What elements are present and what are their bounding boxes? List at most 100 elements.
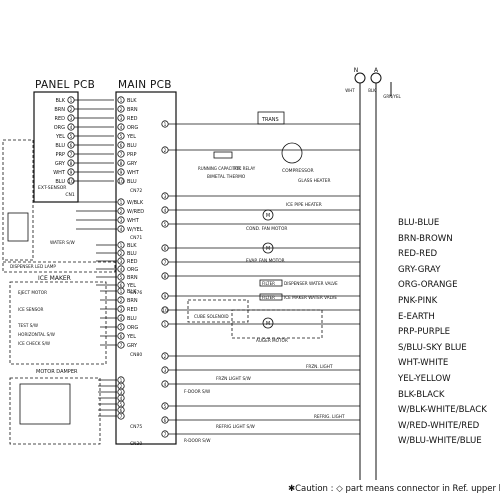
pin-number: 3 bbox=[164, 194, 167, 200]
pin-number: 7 bbox=[164, 432, 167, 438]
pin-number: 5 bbox=[120, 134, 123, 140]
pin-number: 1 bbox=[164, 122, 167, 128]
power-a-label: A bbox=[374, 67, 379, 74]
main-pin bbox=[117, 123, 125, 131]
dispenser-lamp-box bbox=[7, 212, 29, 242]
pin-number: 8 bbox=[120, 161, 123, 167]
refrig-light-label: REFRIG. LIGHT bbox=[314, 414, 345, 419]
main-pin-color: WHT bbox=[127, 170, 140, 176]
refrig-light-sw-label: REFRIG LIGHT S/W bbox=[216, 424, 255, 429]
auger-motor-label: AUGER MOTOR bbox=[256, 338, 288, 343]
panel-pin-color: BLK bbox=[56, 98, 66, 104]
main-pin bbox=[117, 105, 125, 113]
legend-entry: YEL-YELLOW bbox=[398, 373, 451, 384]
main-pin-color: GRY bbox=[127, 161, 138, 167]
pin-number: 5 bbox=[70, 134, 73, 140]
frzn-light-sw-label: FRZN LIGHT S/W bbox=[216, 376, 251, 381]
pin-number: 6 bbox=[120, 408, 123, 414]
pin-number: 3 bbox=[164, 368, 167, 374]
main-pin bbox=[117, 96, 125, 104]
main-connector-label: CN76 bbox=[130, 290, 142, 296]
panel-pin-color: WHT bbox=[53, 170, 66, 176]
main-pin-color: WHT bbox=[127, 218, 140, 224]
filter-box bbox=[259, 293, 283, 301]
main-pin-color: BLK bbox=[127, 243, 137, 249]
capacitor-label: RUNNING CAPACITOR bbox=[198, 166, 241, 171]
filter-box bbox=[259, 279, 283, 287]
pin-number: 3 bbox=[120, 218, 123, 224]
legend-entry: PNK-PINK bbox=[398, 295, 438, 306]
cube-solenoid-label: CUBE SOLENOID bbox=[194, 314, 229, 319]
main-pin-color: GRY bbox=[127, 343, 138, 349]
main-pin-color: RED bbox=[127, 116, 138, 122]
main-pin-color: BRN bbox=[127, 107, 138, 113]
motor-damper-title: MOTOR DAMPER bbox=[36, 369, 78, 375]
legend-entry: ORG-ORANGE bbox=[398, 280, 458, 291]
evap-fan-label: EVAP. FAN MOTOR bbox=[246, 258, 285, 264]
pin-number: 7 bbox=[70, 152, 73, 158]
main-pin bbox=[117, 341, 125, 349]
ice-sensor-label: ICE SENSOR bbox=[18, 307, 44, 312]
legend-entry: W/RED-WHITE/RED bbox=[398, 420, 480, 431]
ice-check-sw-label: ICE CHECK S/W bbox=[18, 341, 50, 346]
main-pcb-title: MAIN PCB bbox=[118, 79, 172, 91]
main-pin-color: BLU bbox=[127, 179, 137, 185]
pin-number: 1 bbox=[120, 243, 123, 249]
ptc-relay-box bbox=[213, 151, 233, 159]
panel-pin-color: YEL bbox=[55, 134, 65, 140]
pin-number: 4 bbox=[120, 267, 123, 273]
main-pin bbox=[117, 216, 125, 224]
main-pin-color: ORG bbox=[127, 325, 138, 331]
pin-number: 7 bbox=[120, 152, 123, 158]
legend-entry: BRN-BROWN bbox=[398, 233, 453, 244]
pin-number: 5 bbox=[164, 404, 167, 410]
pin-number: 10 bbox=[118, 179, 124, 185]
pin-number: 4 bbox=[120, 396, 123, 402]
pin-number: 2 bbox=[120, 298, 123, 304]
main-pin bbox=[117, 114, 125, 122]
pin-number: 4 bbox=[164, 382, 167, 388]
main-pin-color: BLU bbox=[127, 143, 137, 149]
main-pin bbox=[117, 249, 125, 257]
main-pin bbox=[117, 207, 125, 215]
pin-number: 6 bbox=[164, 246, 167, 252]
main-pin-color: BLU bbox=[127, 316, 137, 322]
main-pin bbox=[117, 332, 125, 340]
pin-number: 9 bbox=[120, 170, 123, 176]
pin-number: 1 bbox=[120, 289, 123, 295]
main-pin bbox=[117, 273, 125, 281]
legend-entry: BLU-BLUE bbox=[398, 218, 440, 228]
pin-number: 2 bbox=[120, 209, 123, 215]
pin-number: 1 bbox=[70, 98, 73, 104]
pin-number: 4 bbox=[164, 208, 167, 214]
pin-number: 6 bbox=[164, 418, 167, 424]
main-connector-label: CN80 bbox=[130, 352, 142, 358]
ice-maker-valve-label: ICE MAKER WATER VALVE bbox=[284, 295, 337, 300]
pin-number: 5 bbox=[164, 222, 167, 228]
ice-maker-title: ICE MAKER bbox=[38, 275, 71, 282]
main-pin-color: BLK bbox=[127, 98, 137, 104]
pin-number: 1 bbox=[120, 98, 123, 104]
power-wht-label: WHT bbox=[345, 88, 355, 93]
main-pin-color: BRN bbox=[127, 298, 138, 304]
compressor-label: COMPRESSOR bbox=[282, 168, 314, 174]
pin-number: 3 bbox=[70, 116, 73, 122]
pin-number: 4 bbox=[120, 227, 123, 233]
power-grnyel-label: GRN/YEL bbox=[383, 94, 401, 99]
legend-entry: W/BLU-WHITE/BLUE bbox=[398, 436, 482, 447]
main-pin bbox=[117, 257, 125, 265]
main-connector-label: CN71 bbox=[130, 235, 142, 241]
pin-number: 2 bbox=[70, 107, 73, 113]
main-pin-color: RED bbox=[127, 307, 138, 313]
wires bbox=[7, 96, 360, 438]
legend-entry: W/BLK-WHITE/BLACK bbox=[398, 405, 487, 416]
ice-pipe-heater-label: ICE PIPE HEATER bbox=[286, 202, 322, 208]
panel-pin-color: RED bbox=[55, 116, 66, 122]
pin-number: 9 bbox=[70, 170, 73, 176]
cond-fan-motor-icon bbox=[262, 209, 274, 221]
water-sw-label: WATER S/W bbox=[50, 240, 75, 246]
caution-note: ✱Caution : ◇ part means connector in Ref… bbox=[288, 484, 500, 494]
auger-motor-icon bbox=[262, 317, 274, 329]
motor-damper-box bbox=[19, 383, 71, 425]
panel-pin-color: GRY bbox=[55, 161, 66, 167]
